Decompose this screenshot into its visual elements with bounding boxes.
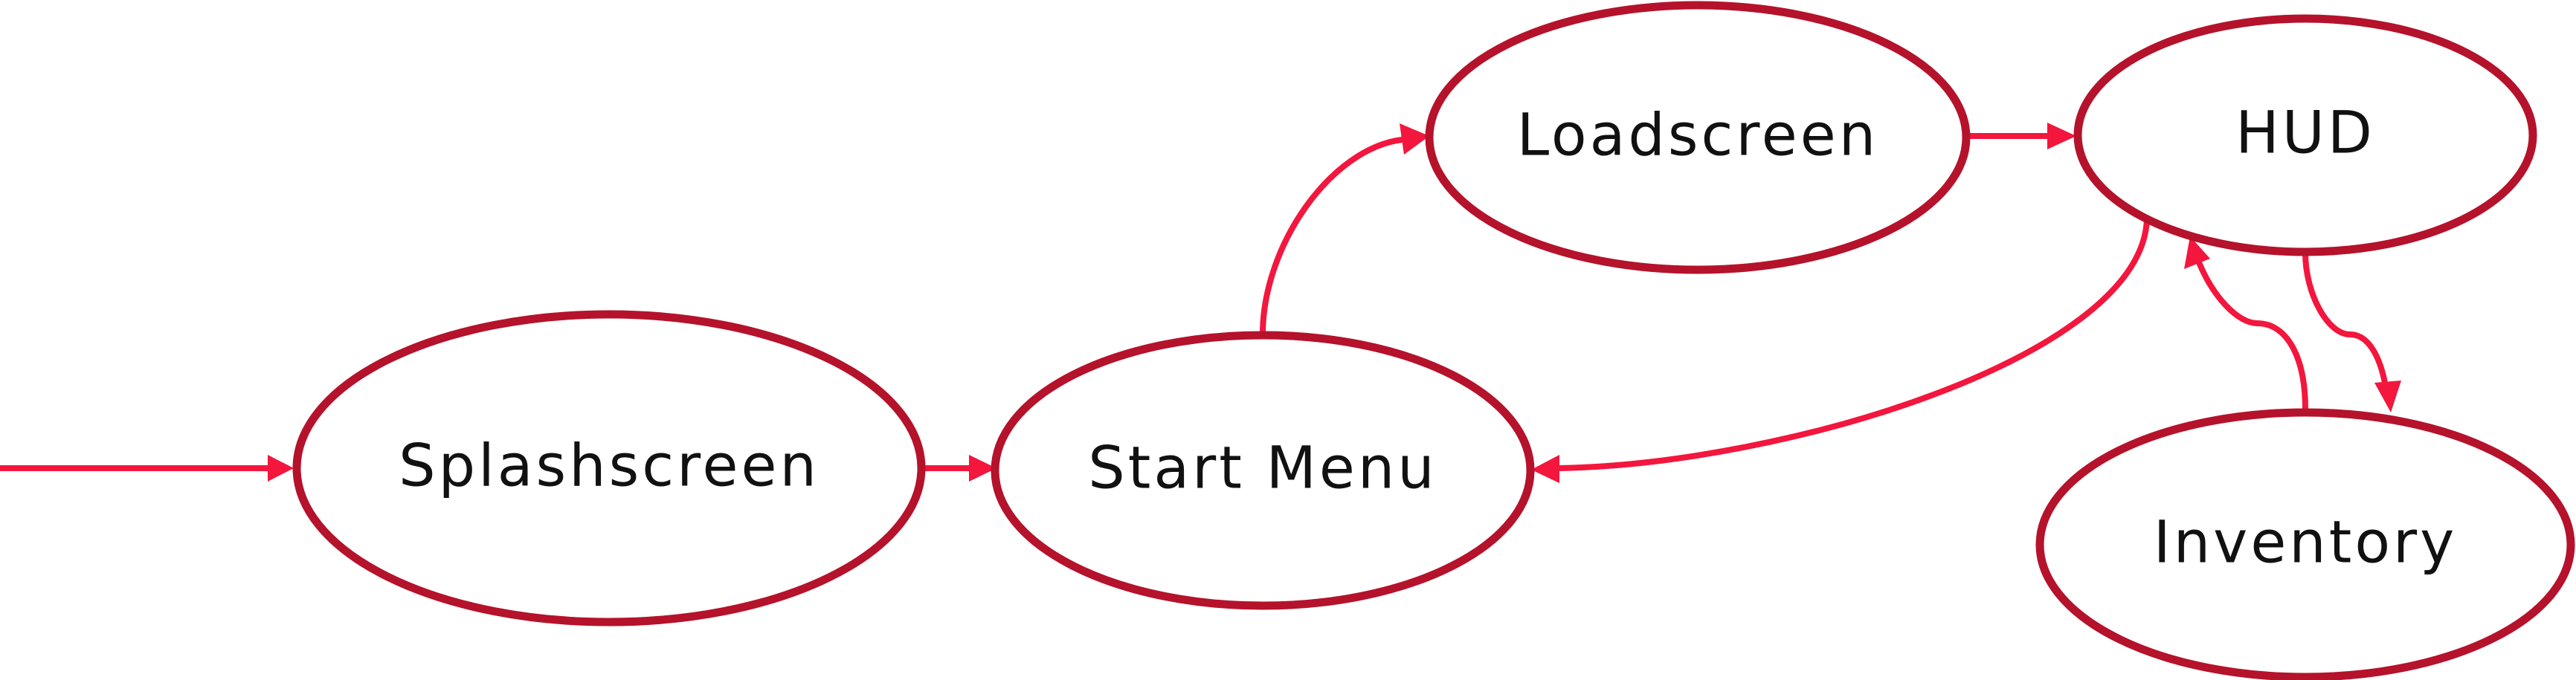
arrowhead-hud-from-loadscreen [2047, 123, 2076, 149]
node-start-menu: Start Menu [991, 331, 1535, 610]
edges [0, 123, 2401, 483]
node-start-menu-label: Start Menu [1088, 435, 1437, 502]
node-start-menu-shape [991, 331, 1535, 610]
node-hud-label: HUD [2235, 100, 2375, 166]
arrowhead-inventory-from-hud [2374, 381, 2401, 412]
edge-hud-to-start-menu [1555, 216, 2150, 471]
node-hud-shape [2073, 14, 2537, 256]
node-splashscreen-label: Splashscreen [399, 433, 820, 499]
node-loadscreen: Loadscreen [1425, 1, 1971, 274]
node-inventory: Inventory [2035, 408, 2575, 680]
arrowhead-start-menu-from-splashscreen [969, 455, 996, 482]
node-hud: HUD [2073, 14, 2537, 256]
node-inventory-label: Inventory [2154, 509, 2458, 576]
arrowhead-loadscreen [1400, 123, 1429, 155]
edge-hud-to-inventory [2302, 250, 2388, 386]
node-splashscreen: Splashscreen [292, 310, 926, 626]
node-loadscreen-shape [1425, 1, 1971, 274]
arrowhead-hud-from-inventory [2184, 236, 2210, 269]
edge-start-menu-to-loadscreen [1260, 137, 1405, 337]
arrowhead-start-menu-from-hud [1531, 455, 1559, 483]
arrowhead-splashscreen [268, 455, 294, 482]
node-inventory-shape [2035, 408, 2575, 680]
edge-inventory-to-hud [2195, 256, 2308, 412]
node-loadscreen-label: Loadscreen [1517, 102, 1878, 169]
node-splashscreen-shape [292, 310, 926, 626]
